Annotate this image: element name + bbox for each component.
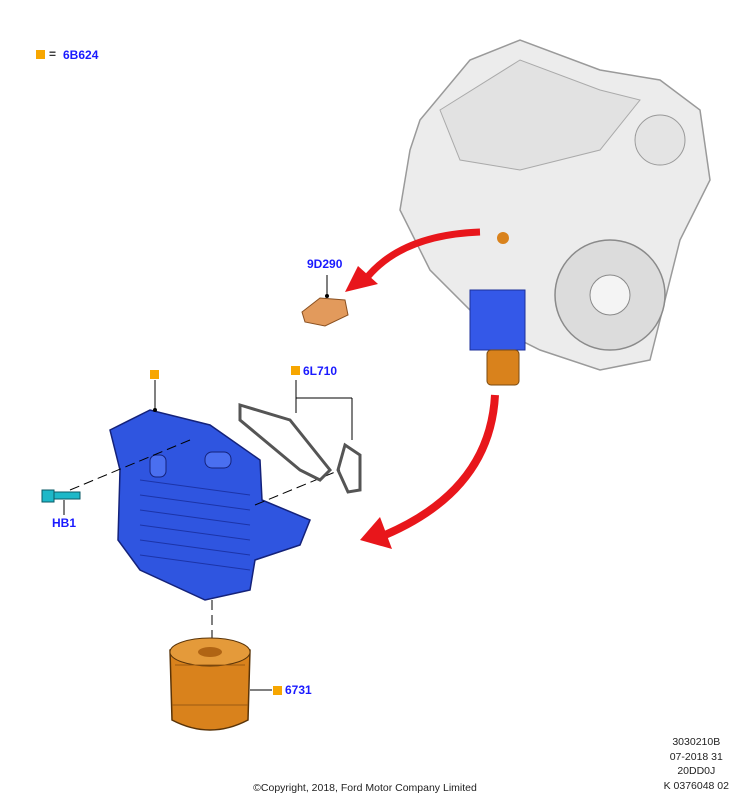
callout-6l710-symbol-icon bbox=[291, 366, 300, 375]
bolt-hb1 bbox=[41, 489, 81, 515]
legend-symbol-icon bbox=[36, 50, 45, 59]
code-line: K 0376048 02 bbox=[663, 779, 729, 792]
callout-6l710[interactable]: 6L710 bbox=[303, 364, 338, 378]
code-line: 20DD0J bbox=[677, 765, 716, 777]
callout-9d290[interactable]: 9D290 bbox=[307, 257, 343, 271]
oil-filter-6731 bbox=[169, 637, 272, 731]
copyright: ©Copyright, 2018, Ford Motor Company Lim… bbox=[253, 782, 477, 794]
gasket-6l710 bbox=[238, 380, 362, 494]
code-line: 3030210B bbox=[672, 736, 721, 748]
sensor-9d290 bbox=[301, 275, 349, 327]
engine-filter-highlight bbox=[486, 349, 520, 386]
illustration-code-block: 3030210B 07-2018 31 20DD0J K 0376048 02 bbox=[664, 735, 729, 793]
code-line: 07-2018 31 bbox=[669, 750, 723, 763]
legend-equals: = bbox=[49, 47, 57, 61]
legend-part-number[interactable]: 6B624 bbox=[63, 48, 99, 62]
callout-6731[interactable]: 6731 bbox=[285, 683, 312, 697]
engine-cooler-highlight bbox=[469, 289, 526, 351]
red-arrows bbox=[345, 228, 499, 549]
engine-illustration bbox=[399, 39, 711, 386]
callout-6731-symbol-icon bbox=[273, 686, 282, 695]
callout-6b624-symbol-icon bbox=[150, 370, 159, 379]
callout-hb1[interactable]: HB1 bbox=[52, 516, 77, 530]
oil-cooler bbox=[69, 380, 341, 650]
